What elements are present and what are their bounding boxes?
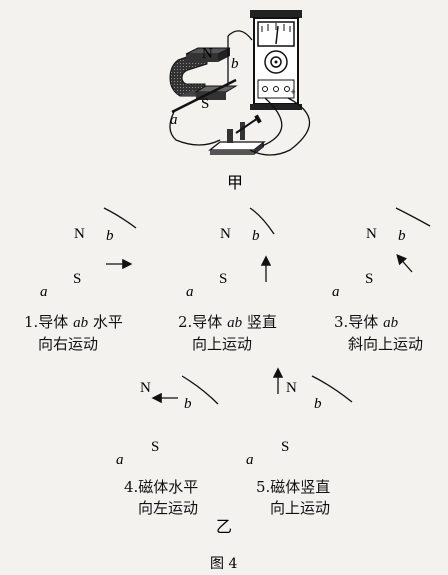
letter-S-1: S — [73, 271, 81, 287]
svg-text:+: + — [290, 88, 296, 96]
letter-a-3: a — [332, 284, 340, 300]
letter-N-4: N — [140, 380, 151, 396]
case-3-label: 3.导体 ab 斜向上运动 — [334, 313, 424, 353]
letter-S-4: S — [151, 439, 159, 455]
switch — [208, 114, 266, 155]
letter-N-2: N — [220, 226, 231, 242]
letter-b-2: b — [252, 228, 260, 244]
letter-b-3: b — [398, 228, 406, 244]
galvanometer: + — [250, 10, 302, 110]
case-4-label: 4.磁体水平 向左运动 — [124, 478, 199, 517]
letter-N-3: N — [366, 226, 377, 242]
letter-a-2: a — [186, 284, 194, 300]
letter-b-1: b — [106, 228, 114, 244]
letter-N-5: N — [286, 380, 297, 396]
apparatus-jia: + — [169, 10, 311, 156]
subfigure-4 — [116, 375, 219, 405]
conductor-ab-jia — [171, 78, 237, 114]
letter-a-jia: a — [170, 112, 178, 128]
letter-N-jia: N — [202, 46, 213, 62]
arrow-up-left — [396, 254, 413, 273]
caption-yi: 乙 — [216, 517, 232, 536]
letter-S-2: S — [219, 271, 227, 287]
subfigure-1 — [38, 207, 137, 229]
case-2-label: 2.导体 ab 竖直 向上运动 — [178, 313, 277, 353]
case-1-label: 1.导体 ab 水平 向右运动 — [24, 313, 123, 353]
letter-N-1: N — [74, 226, 85, 242]
letter-S-5: S — [281, 439, 289, 455]
case-5-label: 5.磁体竖直 向上运动 — [256, 478, 331, 517]
figure-label: 图 4 — [210, 556, 237, 572]
letter-a-4: a — [116, 452, 124, 468]
letter-b-jia: b — [231, 56, 239, 72]
subfigure-3 — [330, 207, 431, 227]
magnet-jia — [169, 47, 238, 100]
letter-a-1: a — [40, 284, 48, 300]
letter-S-3: S — [365, 271, 373, 287]
letter-b-4: b — [184, 396, 192, 412]
subfigure-5 — [246, 375, 353, 403]
letter-a-5: a — [246, 452, 254, 468]
letter-b-5: b — [314, 396, 322, 412]
caption-jia: 甲 — [227, 173, 243, 192]
letter-S-jia: S — [201, 96, 209, 112]
subfigure-2 — [184, 207, 275, 235]
